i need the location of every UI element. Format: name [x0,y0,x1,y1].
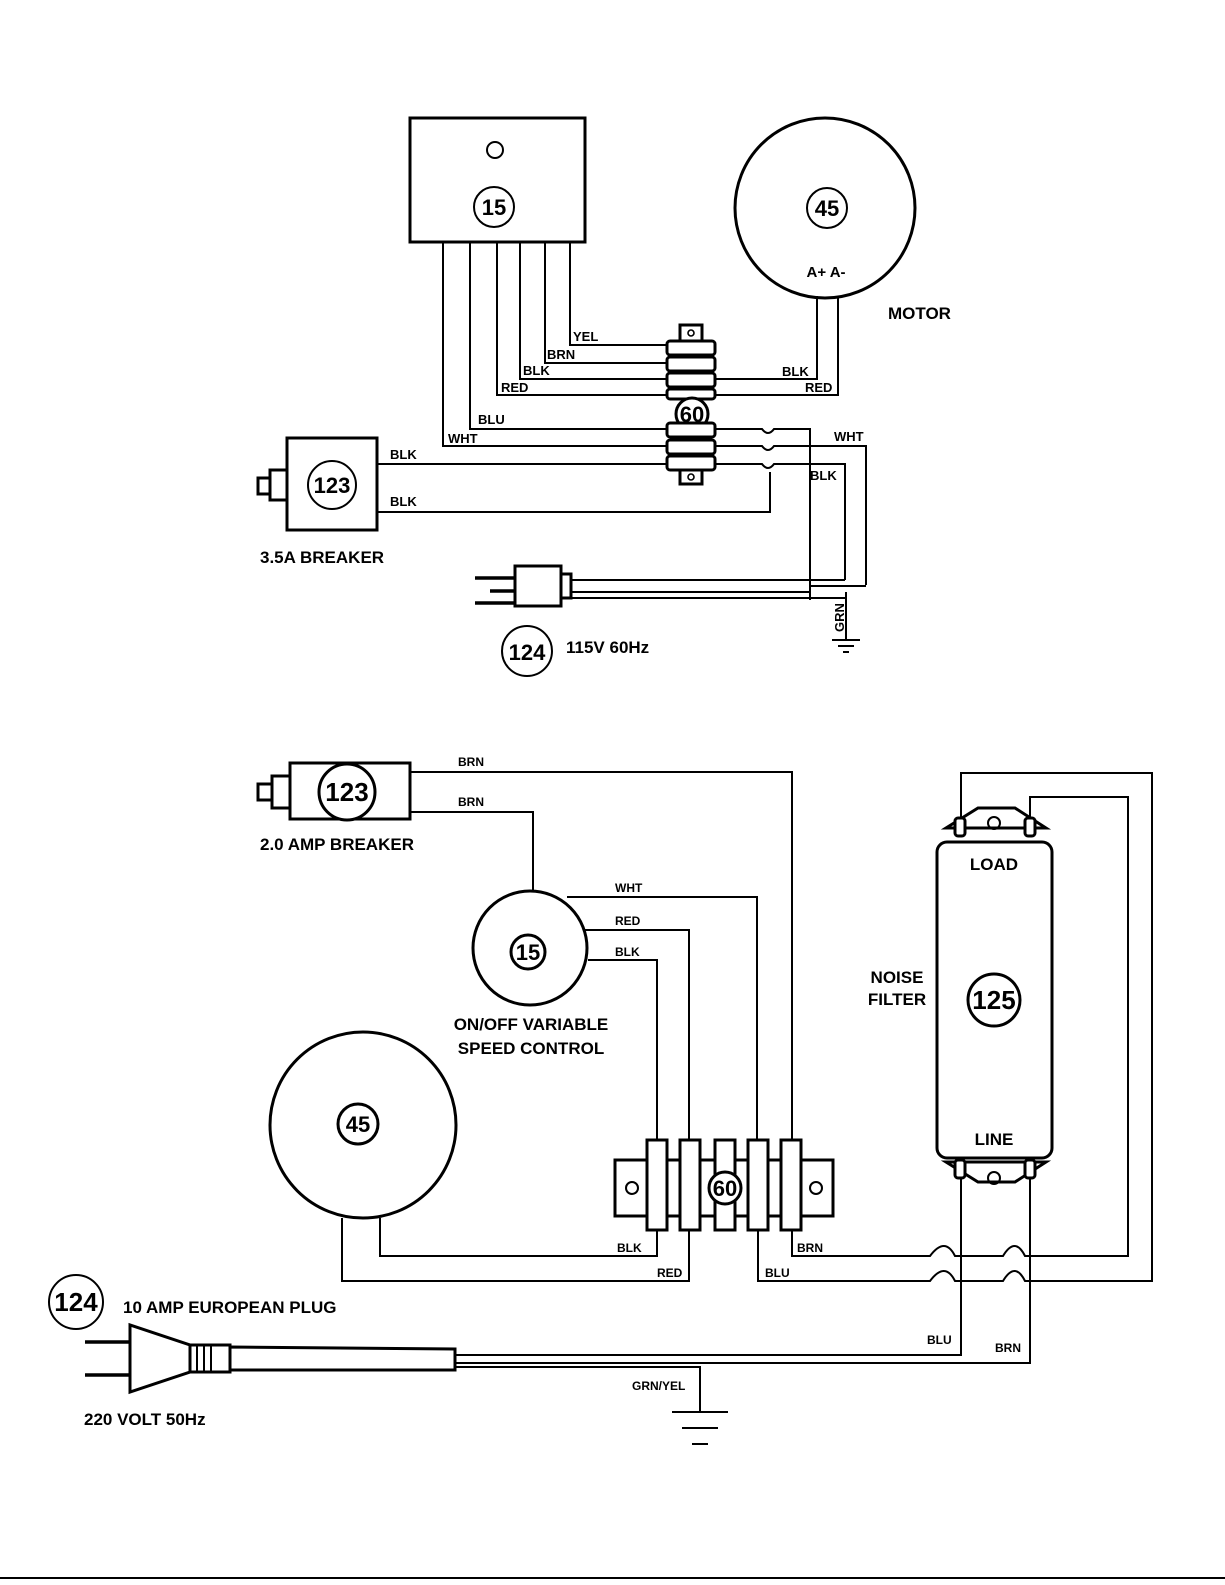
bottom-noise-filter: 125 LOAD LINE [937,808,1052,1184]
bottom-motor-blk: BLK [617,1241,642,1255]
top-motor-label: MOTOR [888,304,951,323]
top-wire-blk: BLK [523,363,550,378]
top-breaker: 123 [258,438,377,530]
bottom-plug-label: 10 AMP EUROPEAN PLUG [123,1298,337,1317]
top-diagram: 15 YEL BRN BLK RED BLU WHT 60 [258,118,951,676]
top-wire-yel: YEL [573,329,598,344]
bottom-motor-number: 45 [346,1112,370,1137]
top-wire-red: RED [501,380,528,395]
top-line-wht: WHT [834,429,864,444]
bottom-block-number: 60 [713,1176,737,1201]
top-motor-red: RED [805,380,832,395]
bottom-control-label-1: ON/OFF VARIABLE [454,1015,609,1034]
bottom-wire-grn-yel: GRN/YEL [632,1379,685,1393]
bottom-diagram: 123 2.0 AMP BREAKER BRN BRN 15 ON/OFF VA… [49,755,1152,1444]
top-plug-label: 115V 60Hz [566,638,649,657]
top-breaker-number: 123 [314,473,351,498]
bottom-filter-label-1: NOISE [871,968,924,987]
bottom-motor: 45 [270,1032,456,1218]
top-motor: 45 A+ A- [735,118,915,298]
bottom-control-number: 15 [516,940,540,965]
bottom-block-brn: BRN [797,1241,823,1255]
bottom-breaker: 123 [258,763,440,820]
bottom-filter-line: LINE [975,1130,1014,1149]
top-wire-brn: BRN [547,347,575,362]
bottom-voltage-label: 220 VOLT 50Hz [84,1410,206,1429]
top-breaker-label: 3.5A BREAKER [260,548,384,567]
bottom-speed-control: 15 [473,891,587,1005]
top-control-number: 15 [482,195,506,220]
bottom-control-label-2: SPEED CONTROL [458,1039,604,1058]
bottom-block-blu: BLU [765,1266,790,1280]
top-wire-blu: BLU [478,412,505,427]
bottom-wire-brn-second: BRN [458,795,484,809]
bottom-wire-red: RED [615,914,641,928]
top-motor-terminals: A+ A- [806,264,845,281]
bottom-breaker-number: 123 [325,777,368,807]
bottom-plug-brn: BRN [995,1341,1021,1355]
bottom-filter-number: 125 [972,985,1015,1015]
top-motor-number: 45 [815,196,839,221]
top-plug-number: 124 [509,640,546,665]
top-wire-wht: WHT [448,431,478,446]
bottom-wire-brn-top: BRN [458,755,484,769]
top-speed-control: 15 [410,118,585,242]
top-breaker-blk-1: BLK [390,447,417,462]
bottom-filter-load: LOAD [970,855,1018,874]
bottom-breaker-label: 2.0 AMP BREAKER [260,835,414,854]
bottom-motor-red: RED [657,1266,683,1280]
top-motor-blk: BLK [782,364,809,379]
bottom-wire-wht: WHT [615,881,643,895]
top-line-blk: BLK [810,468,837,483]
bottom-plug-number: 124 [54,1287,98,1317]
bottom-plug-blu: BLU [927,1333,952,1347]
bottom-filter-label-2: FILTER [868,990,926,1009]
top-terminal-block: 60 [667,325,715,484]
bottom-terminal-block: 60 [615,1140,833,1230]
top-wire-grn: GRN [832,603,847,632]
bottom-wire-blk: BLK [615,945,640,959]
top-breaker-blk-2: BLK [390,494,417,509]
